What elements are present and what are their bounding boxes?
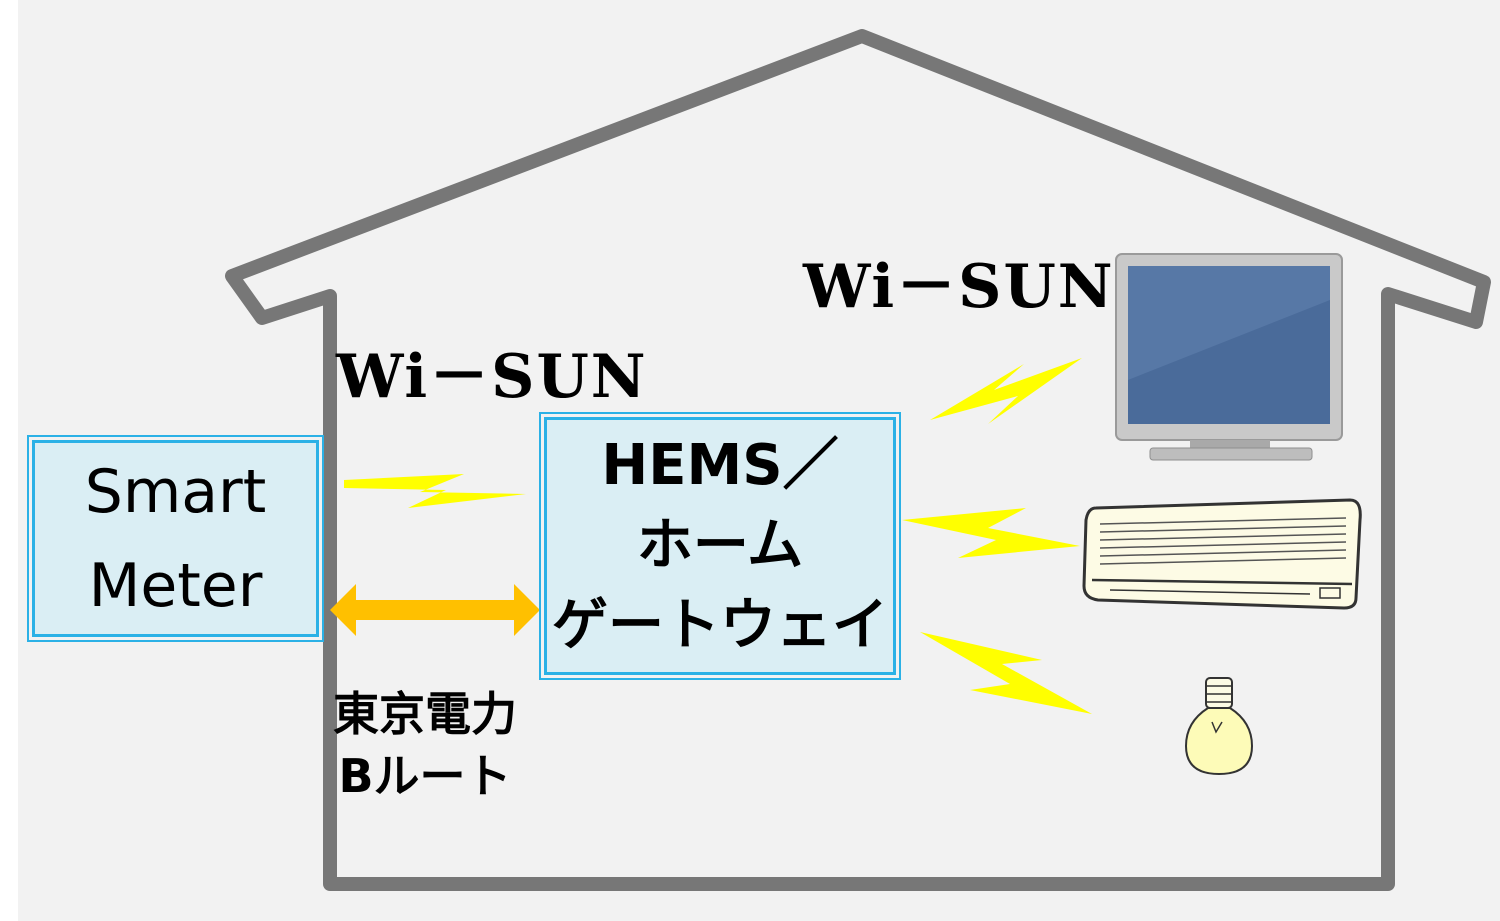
tv-icon [1115, 253, 1343, 461]
hems-gateway-box: HEMS／ ホーム ゲートウェイ [539, 412, 901, 680]
lightning-icon [902, 508, 1080, 558]
light-bulb-icon [1184, 677, 1254, 776]
hems-label-line2: ホーム [636, 513, 804, 578]
smart-meter-box: Smart Meter [27, 435, 324, 642]
hems-label-line1: HEMS／ [601, 433, 839, 498]
smart-meter-label-line1: Smart [84, 456, 267, 527]
lightning-icon [930, 358, 1082, 424]
wisun-label-meter-link: Wi－SUN [336, 342, 648, 412]
smart-meter-label-line2: Meter [88, 550, 263, 621]
lightning-icon [344, 474, 526, 508]
air-conditioner-icon [1082, 498, 1362, 610]
b-route-label-line1: 東京電力 [333, 687, 517, 741]
double-arrow-icon [330, 584, 540, 636]
b-route-label: 東京電力 Bルート [333, 683, 517, 807]
b-route-label-line2: Bルート [338, 749, 512, 803]
house-outline [225, 29, 1491, 891]
wisun-label-appliance-link: Wi－SUN [803, 252, 1115, 322]
hems-label-line3: ゲートウェイ [552, 593, 888, 658]
lightning-icon [920, 632, 1092, 714]
